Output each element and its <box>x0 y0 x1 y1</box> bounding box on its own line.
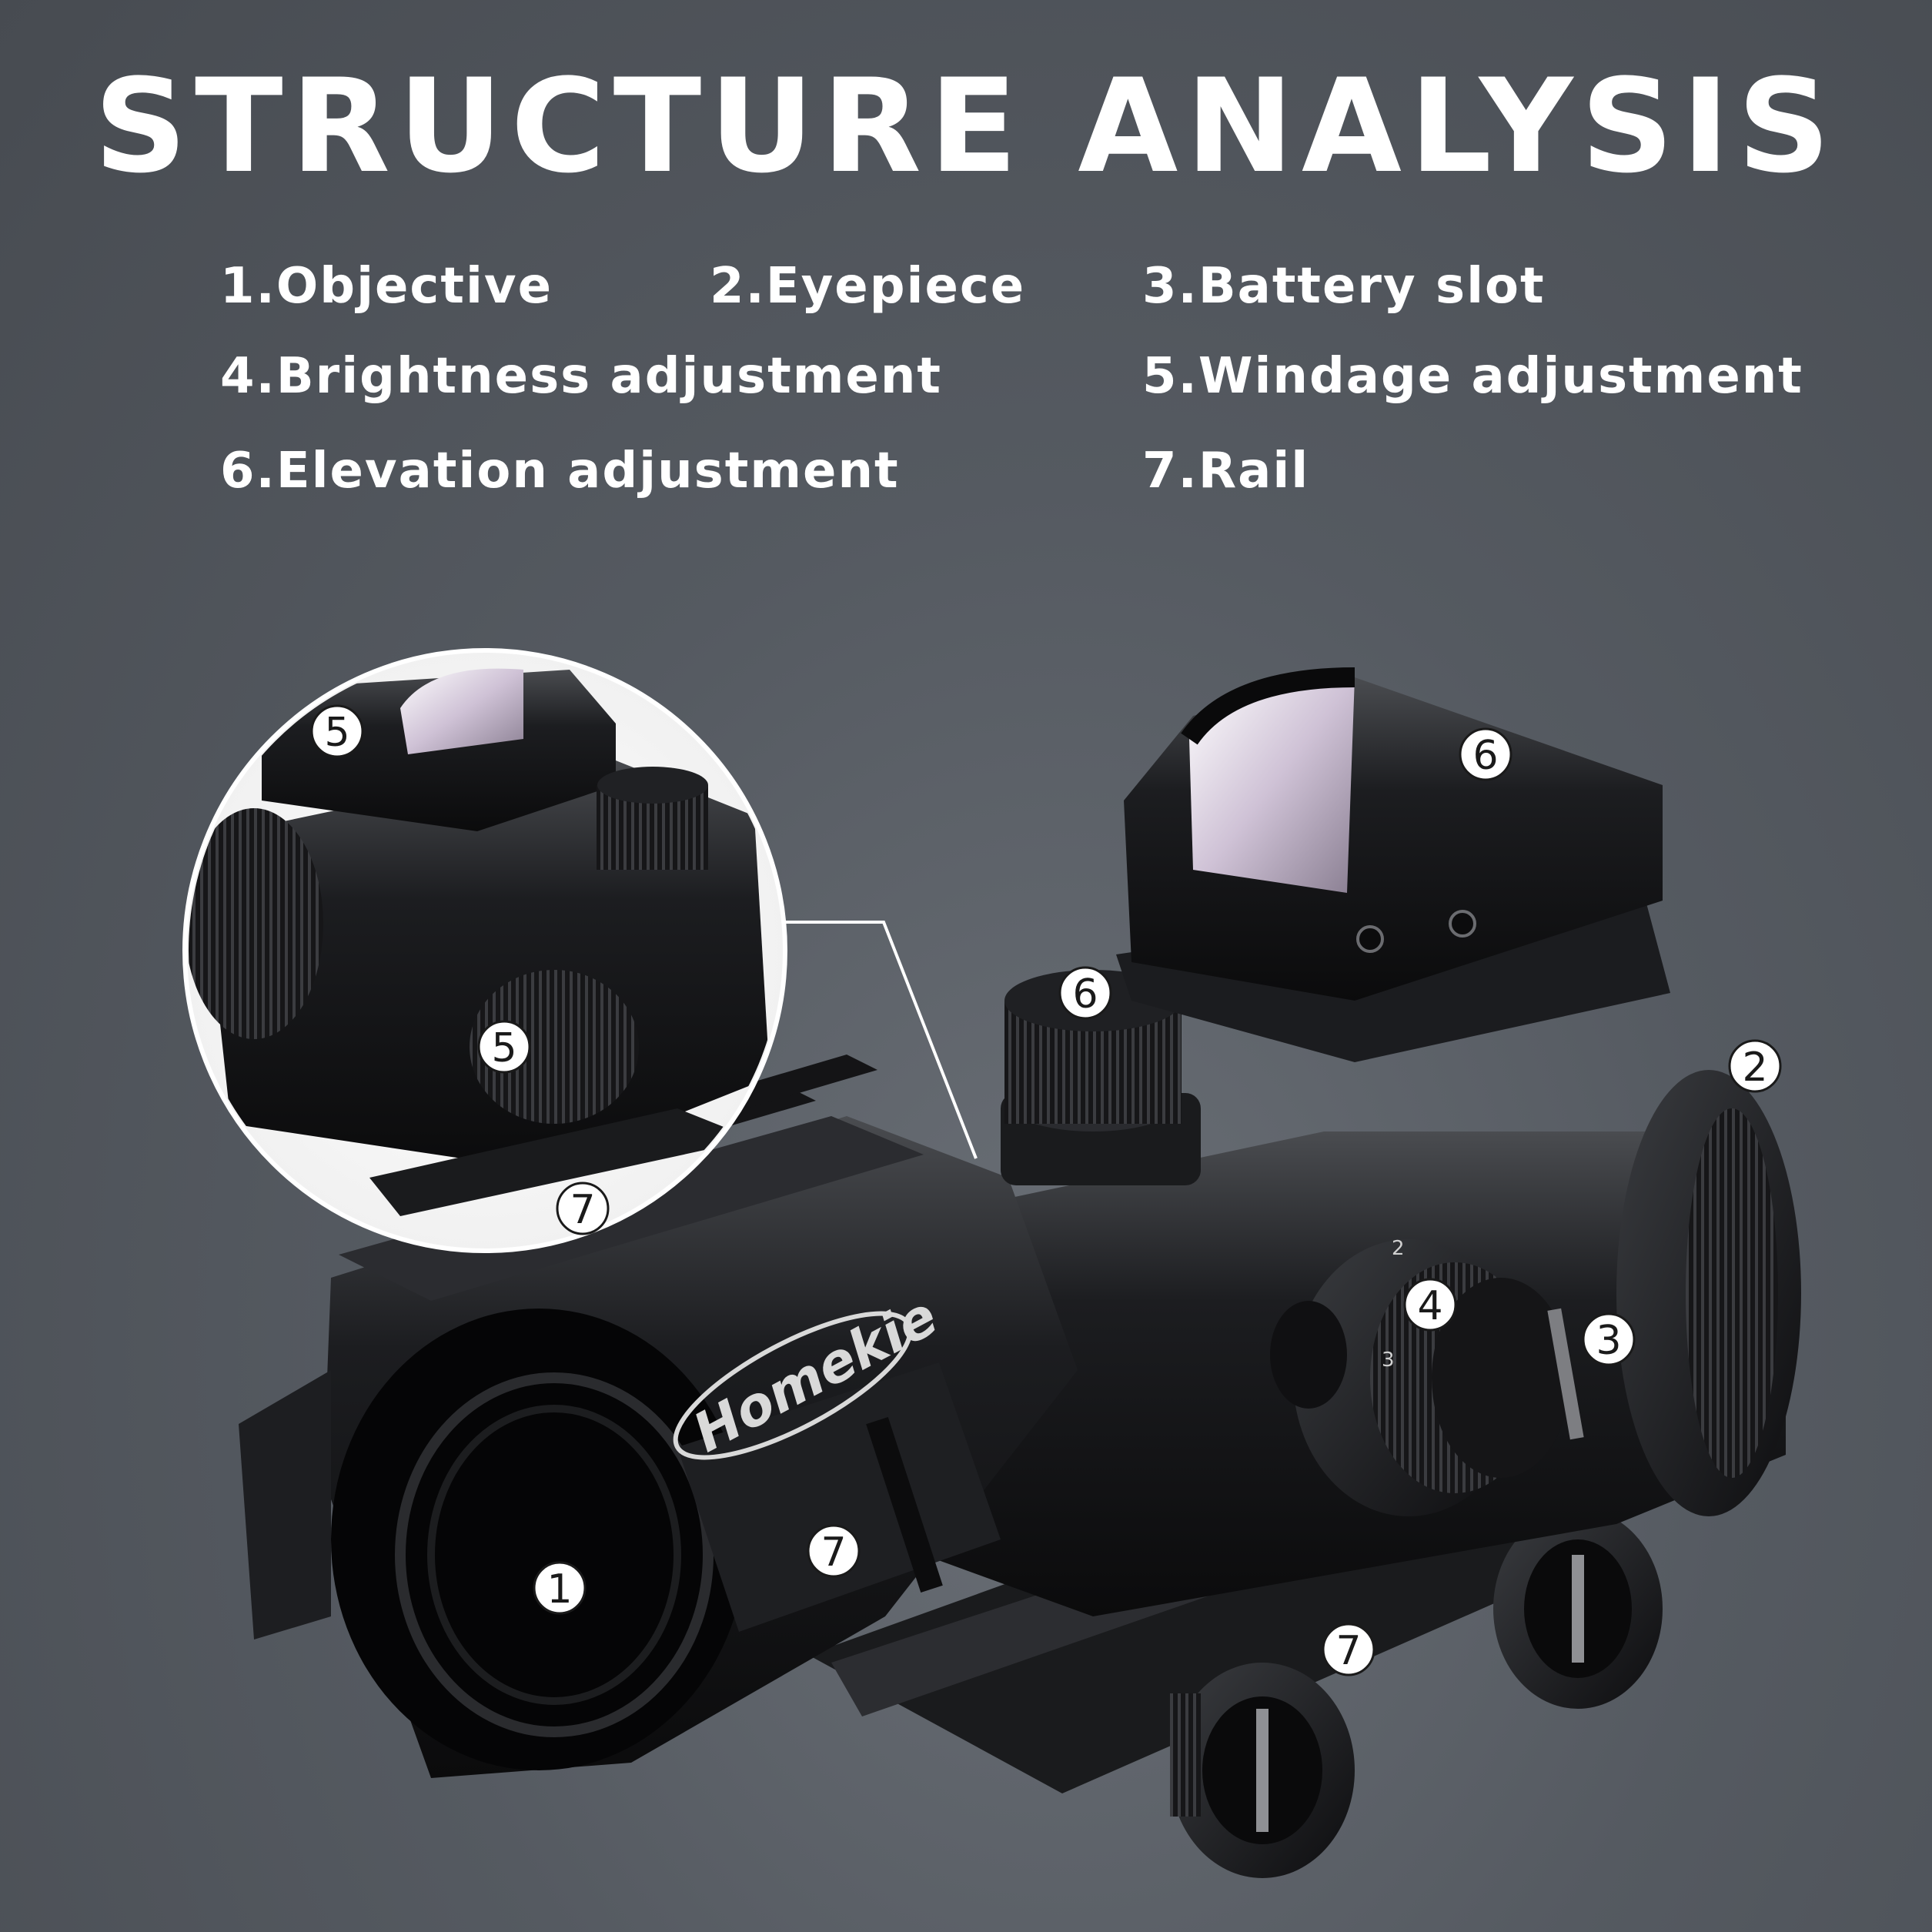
callout-objective: 1 <box>533 1561 587 1615</box>
callout-windage-inset-top-number: 5 <box>324 710 349 756</box>
callout-rail-top-number: 7 <box>570 1187 595 1233</box>
callout-rail-side-number: 7 <box>821 1529 846 1576</box>
legend-battery-slot: 3.Battery slot <box>1142 258 1546 315</box>
legend-windage: 5.Windage adjustment <box>1142 348 1803 405</box>
callout-elevation-top-number: 6 <box>1472 733 1498 779</box>
dial-mark-3: 3 <box>1382 1349 1395 1372</box>
callout-brightness-number: 4 <box>1417 1283 1442 1329</box>
callout-rail-top: 7 <box>556 1182 610 1235</box>
callout-windage-inset: 5 <box>477 1020 531 1074</box>
red-dot-sight <box>1116 667 1670 1062</box>
callout-brightness: 4 <box>1403 1278 1457 1332</box>
callout-battery-slot-number: 3 <box>1596 1318 1621 1364</box>
legend-elevation: 6.Elevation adjustment <box>220 443 900 500</box>
legend-brightness: 4.Brightness adjustment <box>220 348 942 405</box>
inset-magnifier-circle <box>182 648 787 1253</box>
dial-mark-2: 2 <box>1392 1237 1405 1260</box>
legend-eyepiece: 2.Eyepiece <box>710 258 1026 315</box>
callout-windage-inset-top: 5 <box>310 704 364 758</box>
callout-eyepiece-number: 2 <box>1742 1045 1767 1091</box>
callout-rail-side: 7 <box>807 1524 861 1578</box>
callout-rail-bottom: 7 <box>1322 1623 1375 1676</box>
callout-battery-slot: 3 <box>1582 1312 1636 1366</box>
callout-windage-inset-number: 5 <box>491 1025 516 1071</box>
callout-eyepiece: 2 <box>1728 1039 1782 1093</box>
legend-objective: 1.Objective <box>220 258 553 315</box>
legend-rail: 7.Rail <box>1142 443 1310 500</box>
callout-rail-bottom-number: 7 <box>1335 1628 1361 1674</box>
callout-elevation-knob-number: 6 <box>1072 971 1098 1018</box>
page-title: STRUCTURE ANALYSIS <box>94 51 1838 202</box>
inset-leader-line <box>758 921 978 1159</box>
main-scope: Homekie 2 3 <box>239 667 1801 1878</box>
callout-elevation-knob: 6 <box>1058 966 1112 1020</box>
callout-objective-number: 1 <box>547 1566 572 1613</box>
callout-elevation-top: 6 <box>1459 727 1513 781</box>
